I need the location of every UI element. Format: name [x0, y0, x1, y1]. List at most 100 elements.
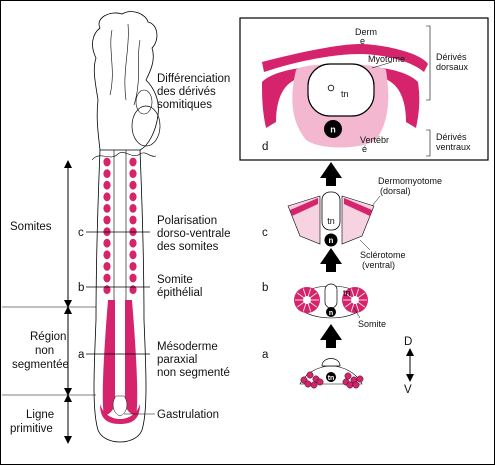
primitive-node	[112, 395, 128, 417]
neural-tube-d	[307, 63, 375, 117]
label-mesoderme: Mésoderme paraxial non segmenté	[157, 341, 230, 379]
label-v: V	[404, 384, 412, 396]
epithelial-cell-border	[310, 292, 317, 298]
paraxial-mesoderm-right	[125, 300, 138, 416]
section-c: tn n Dermomyotome (dorsal) Sclérotome (v…	[262, 176, 445, 270]
somite-right	[129, 204, 137, 213]
label-somite-b: Somite	[358, 319, 386, 329]
epithelial-cell-border	[310, 302, 317, 308]
label-tn-a: tn	[328, 375, 335, 382]
label-tn-c: tn	[327, 216, 335, 226]
section-d: tn n Derm e Myotome Vertébr é d	[262, 27, 428, 154]
sclerotome-leader	[359, 239, 371, 251]
somite-right	[129, 285, 137, 294]
somite-left	[103, 169, 111, 179]
label-ligne-primitive: Ligne primitive	[10, 409, 57, 435]
label-n-c: n	[329, 236, 334, 245]
section-d-letter: d	[262, 141, 268, 153]
level-markers: c b a	[78, 227, 150, 361]
primitive-streak	[100, 404, 140, 424]
mesenchyme-cell	[352, 381, 360, 389]
label-dermomyotome: Dermomyotome (dorsal)	[378, 176, 445, 196]
epithelial-cell-border	[307, 303, 312, 312]
epithelial-cell-border	[302, 303, 307, 312]
pharyngeal-arch	[135, 89, 153, 115]
level-c: c	[78, 227, 84, 239]
label-gastrulation: Gastrulation	[157, 409, 219, 421]
section-b: tn n Somite b	[262, 282, 386, 329]
epithelial-cell-border	[345, 302, 352, 308]
mesenchyme-cell	[356, 375, 364, 383]
somite-right	[129, 192, 137, 202]
myotome-left	[262, 68, 300, 128]
somite-leader	[353, 307, 361, 319]
dermomyotome-leader	[371, 195, 381, 207]
myotome-right	[382, 68, 420, 128]
embryo-drawing	[91, 11, 161, 443]
label-vertebre: Vertébr é	[360, 135, 392, 154]
epithelial-cell-border	[307, 288, 312, 297]
somite-left	[103, 204, 111, 213]
somite-b-left	[294, 287, 320, 313]
somite-left	[103, 192, 111, 202]
dermomyotome-c-left	[290, 198, 318, 216]
neural-plate-a	[321, 358, 341, 367]
section-c-letter: c	[262, 227, 268, 239]
level-b: b	[78, 282, 84, 294]
mesenchyme-cell	[316, 378, 324, 386]
left-axis: Somites Région non segmentée Ligne primi…	[2, 160, 96, 444]
somite-right	[129, 180, 137, 190]
label-derives-ventraux: Dérivés ventraux	[436, 132, 471, 152]
progression-arrows	[320, 162, 342, 348]
somite-left	[103, 157, 111, 167]
label-somites: Somites	[10, 221, 52, 233]
somite-left	[103, 285, 111, 294]
section-b-letter: b	[262, 282, 268, 294]
epithelial-cell-border	[345, 292, 352, 298]
somite-left	[103, 238, 111, 248]
notochord-b	[326, 307, 336, 317]
arrow-a-to-b	[320, 324, 342, 348]
label-n-d: n	[330, 125, 336, 135]
somite-left	[103, 215, 111, 225]
section-a-letter: a	[262, 349, 269, 361]
somite-right	[129, 169, 137, 179]
label-polarisation: Polarisation dorso-ventrale des somites	[157, 215, 234, 253]
neural-tube-c	[321, 191, 341, 231]
somite-left	[103, 250, 111, 260]
level-a: a	[78, 349, 85, 361]
epithelial-cell-border	[350, 303, 355, 312]
epithelial-cell-border	[355, 288, 360, 297]
section-a: tn a	[262, 349, 364, 389]
paraxial-mesoderm-a	[300, 371, 364, 389]
epithelial-cell-border	[358, 292, 365, 298]
somite-b-right	[342, 287, 368, 313]
epithelial-cell-border	[350, 288, 355, 297]
somite-right	[129, 238, 137, 248]
somite-left	[103, 262, 111, 271]
somite-right	[129, 227, 137, 237]
dermis	[262, 44, 428, 72]
paraxial-mesoderm-left	[102, 300, 115, 416]
arrow-c-to-d	[320, 162, 342, 186]
differentiated-somites	[91, 152, 157, 161]
somite-left	[103, 273, 111, 283]
label-tn-d: tn	[341, 89, 349, 99]
otic-vesicle	[131, 105, 161, 147]
somite-right	[129, 250, 137, 260]
epithelial-cell-border	[302, 288, 307, 297]
label-myotome: Myotome	[368, 54, 405, 64]
dermomyotome-c-right	[344, 198, 372, 216]
somite-right	[129, 215, 137, 225]
mesenchyme-cell	[306, 371, 314, 379]
neural-canal-d	[327, 84, 335, 92]
bracket-dorsaux	[426, 25, 431, 101]
somite-right	[129, 262, 137, 271]
label-derme: Derm e	[355, 27, 380, 46]
epithelial-cell-border	[297, 302, 304, 308]
label-derives-dorsaux: Dérivés dorsaux	[436, 52, 469, 72]
somite-left	[103, 180, 111, 190]
label-sclerotome: Sclérotome (ventral)	[360, 250, 408, 270]
